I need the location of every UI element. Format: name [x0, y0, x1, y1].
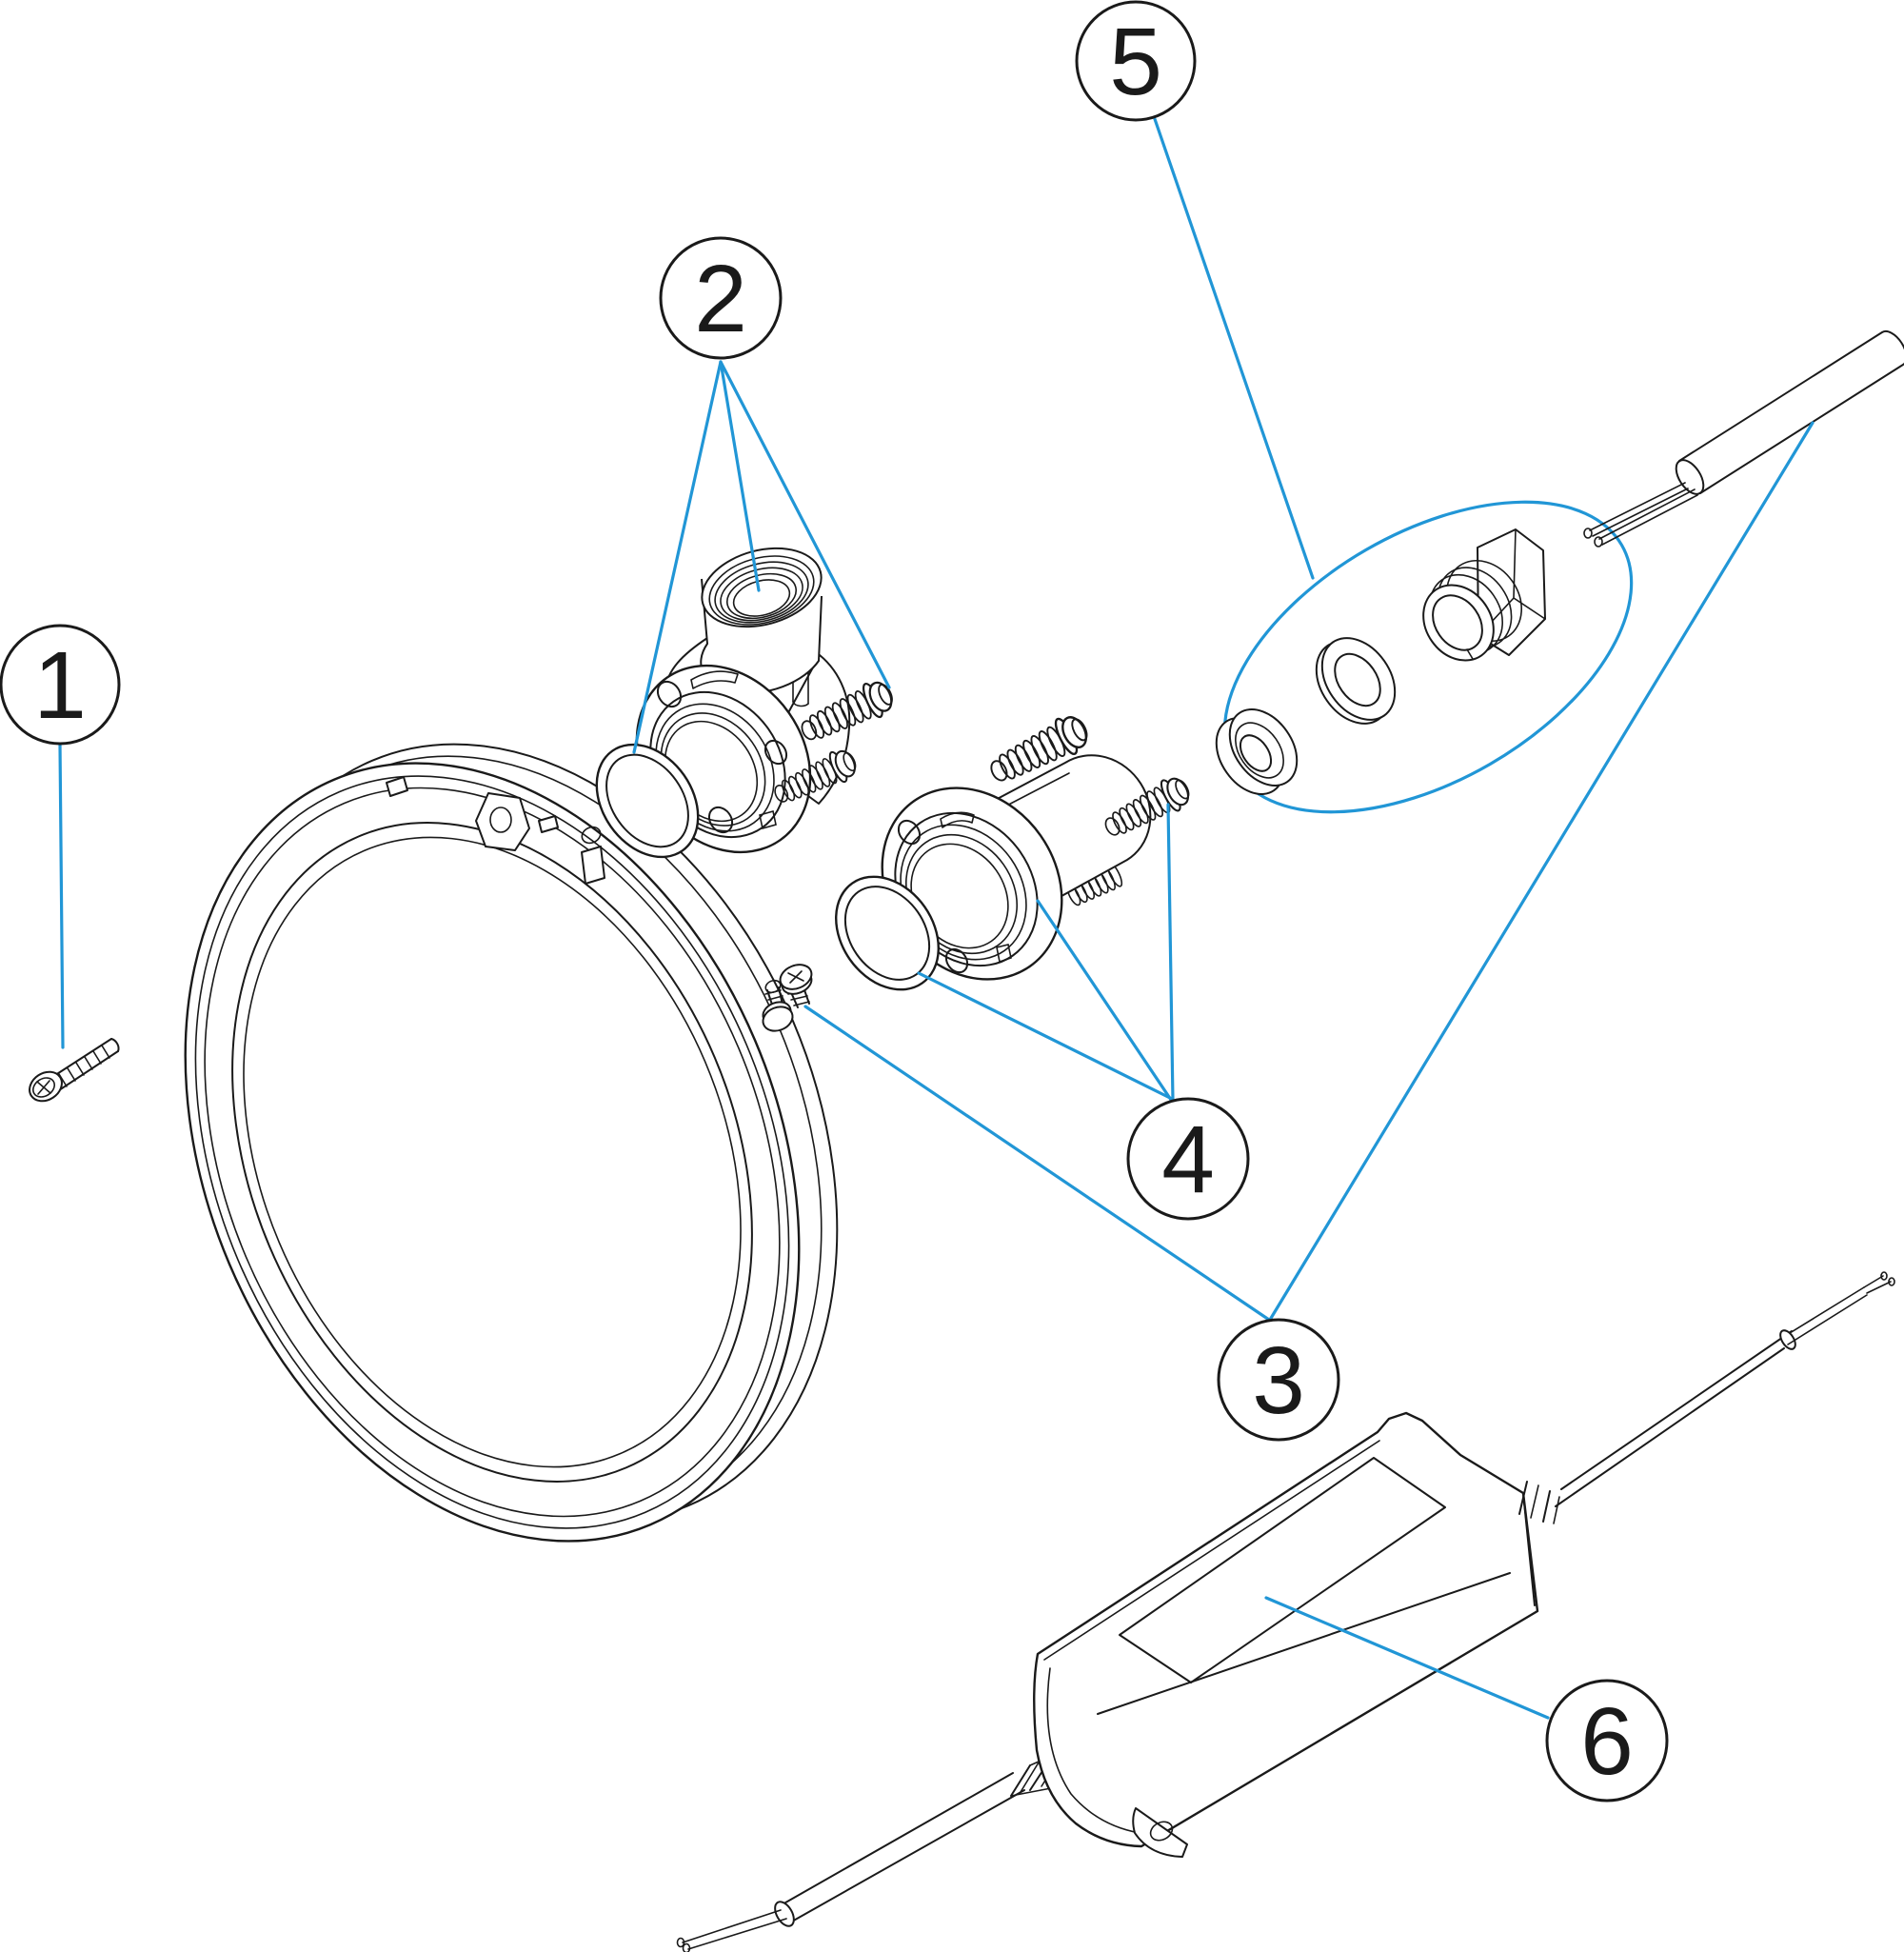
- phillips-cross: [36, 1080, 51, 1095]
- leader-3-sleeve: [1268, 421, 1815, 1322]
- callout-4-number: 4: [1161, 1106, 1215, 1213]
- callout-2-number: 2: [694, 246, 747, 352]
- phillips-cross: [787, 970, 804, 984]
- supply-cable-right: [1555, 1330, 1793, 1507]
- flange-slot: [690, 670, 739, 689]
- box-front-ridge: [1097, 1572, 1511, 1715]
- leader-4-gasket: [917, 971, 1174, 1101]
- wire: [1863, 1275, 1892, 1294]
- callout-4-circle: [1126, 1097, 1250, 1221]
- callout-5-circle: [1075, 0, 1197, 122]
- callout-5-number: 5: [1109, 9, 1162, 115]
- leader-1: [58, 742, 65, 1049]
- wire: [1589, 482, 1689, 537]
- flange-hole: [764, 739, 788, 766]
- elbow-gasket: [595, 743, 700, 859]
- flange-hole: [656, 680, 683, 708]
- flange-hole: [707, 806, 734, 834]
- power-supply-part6: [676, 1271, 1895, 1952]
- leader-4-body: [1036, 899, 1173, 1102]
- screw-pair-part3: [762, 964, 813, 1032]
- mounting-tab: [475, 792, 530, 851]
- screw-head: [762, 1006, 794, 1032]
- flange-hole: [897, 819, 922, 846]
- callout-2-circle: [659, 236, 783, 360]
- cable-gland: [1518, 1481, 1560, 1524]
- flange-notch: [759, 809, 777, 830]
- flange-hole: [944, 947, 969, 974]
- flange-notch: [996, 944, 1012, 964]
- callout-1-circle: [0, 624, 121, 746]
- callout-4: 4: [1126, 1097, 1250, 1221]
- flange-slot: [940, 811, 975, 828]
- washer: [1315, 637, 1397, 725]
- elbow-fitting-part2: [595, 547, 898, 859]
- callout-3: 3: [1217, 1318, 1340, 1442]
- lamp-disc: [184, 743, 839, 1543]
- straight-fitting-part4: [835, 709, 1195, 991]
- leader-3-screws: [803, 1005, 1271, 1322]
- callout-6: 6: [1545, 1679, 1669, 1803]
- callout-1: 1: [0, 624, 121, 746]
- callout-3-circle: [1217, 1318, 1340, 1442]
- sleeve-tube: [1678, 329, 1904, 494]
- callout-5: 5: [1075, 0, 1197, 122]
- lamp-lens: [231, 822, 753, 1483]
- mounting-ear: [1132, 1807, 1188, 1858]
- leader-2-socket: [719, 360, 761, 592]
- power-box: [1033, 1411, 1539, 1848]
- hex-gland: [1422, 528, 1546, 662]
- box-end-lip: [1046, 1667, 1140, 1834]
- label-recess: [1119, 1457, 1446, 1683]
- callout-6-circle: [1545, 1679, 1669, 1803]
- bushing: [1215, 708, 1299, 795]
- callout-3-number: 3: [1252, 1327, 1305, 1434]
- leader-4-screw: [1166, 803, 1175, 1103]
- gland-face: [1422, 584, 1495, 662]
- ear-hole: [1149, 1821, 1174, 1842]
- callout-6-number: 6: [1580, 1688, 1634, 1795]
- wire: [682, 1909, 787, 1950]
- rim-clip: [581, 846, 605, 885]
- tab-hole: [489, 807, 512, 833]
- callout-1-number: 1: [33, 632, 87, 739]
- callout-2: 2: [659, 236, 783, 360]
- lamp-bezel: [184, 762, 801, 1543]
- leader-lines: [58, 117, 1815, 1720]
- kit-oval: [1222, 500, 1634, 814]
- rim-clip: [538, 815, 559, 833]
- fixing-screw-part1: [29, 1038, 120, 1103]
- rim-knob: [581, 826, 602, 845]
- gland-kit-part5: [1215, 500, 1634, 814]
- wire: [1598, 488, 1698, 546]
- supply-cable-left: [780, 1772, 1025, 1923]
- leader-2-gasket: [632, 360, 723, 754]
- gland-bore: [1432, 594, 1483, 651]
- cable-sleeve-part3: [1583, 329, 1904, 548]
- leader-5: [1153, 117, 1315, 580]
- leader-6: [1264, 1596, 1550, 1720]
- leader-2-screw: [719, 360, 891, 689]
- rim-clip: [386, 776, 408, 797]
